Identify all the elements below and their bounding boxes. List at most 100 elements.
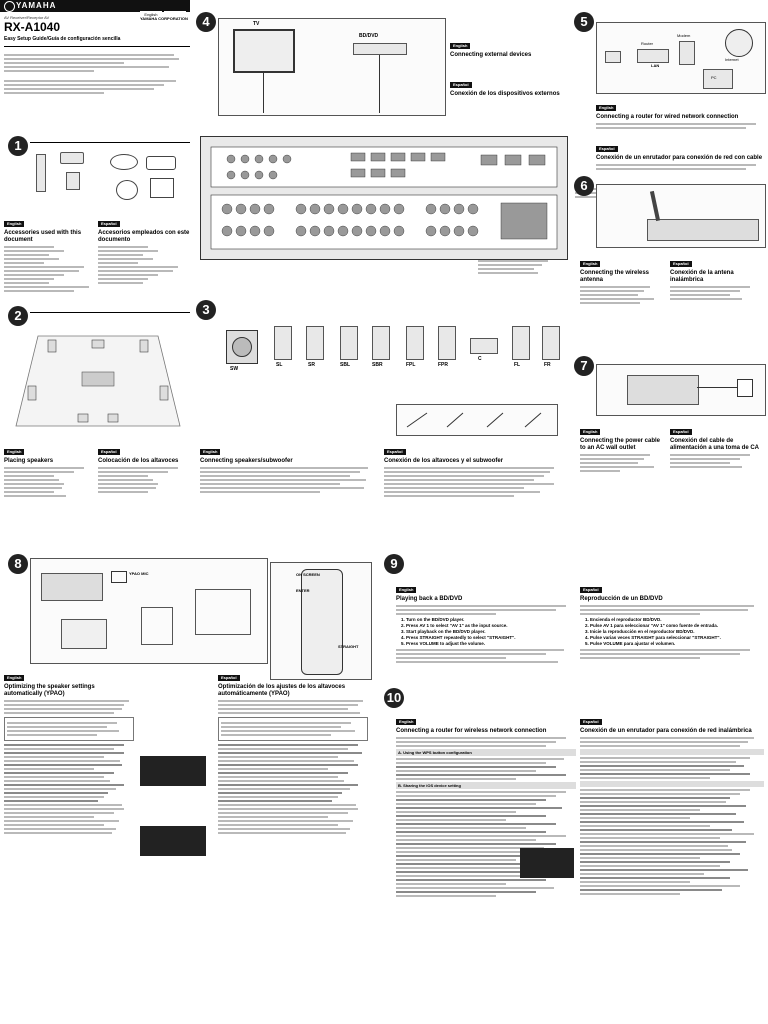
s10-es-title: Conexión de un enrutador para conexión d…: [580, 728, 752, 734]
s8-spanish: Español Optimización de los ajustes de l…: [218, 666, 368, 836]
s8-en-notice-box: [4, 717, 134, 741]
router-label: Router: [641, 41, 654, 46]
room-layout-svg: [15, 335, 181, 427]
s10-english: English Connecting a router for wireless…: [396, 710, 576, 899]
s7-en-title: Connecting the power cable to an AC wall…: [580, 438, 661, 451]
ypao-jack-icon: [111, 571, 127, 583]
english-tag: English: [450, 43, 471, 49]
speaker-icon: [438, 326, 456, 360]
english-tag: English: [200, 449, 221, 455]
spanish-tag: Español: [98, 449, 120, 455]
power-cord-line: [697, 387, 737, 388]
internet-label: Internet: [725, 57, 739, 62]
ypao-screen-display: [140, 756, 206, 786]
remote-control-icon: [301, 569, 343, 675]
surround-right-label: SR: [308, 362, 315, 368]
intro-text: [4, 52, 184, 96]
hdmi-line: [263, 71, 264, 113]
step-7-badge: 7: [574, 356, 594, 376]
s10-es-subheading-b: [580, 781, 764, 787]
s9-en-step: Press STRAIGHT repeatedly to select "STR…: [406, 635, 576, 641]
s8-es-title: Optimización de los ajustes de los altav…: [218, 684, 346, 697]
receiver-front-icon: [41, 573, 103, 601]
step-4-badge: 4: [196, 12, 216, 32]
english-tag: English: [596, 105, 617, 111]
listening-position-icon: [61, 619, 107, 649]
lang-english: English: [140, 11, 162, 19]
mic-position-icon: [195, 589, 251, 635]
company-name: YAMAHA CORPORATION: [140, 16, 188, 21]
s3-spanish: Español Conexión de los altavoces y el s…: [384, 440, 564, 499]
page-gap: [0, 510, 768, 548]
spanish-tag: Español: [580, 719, 602, 725]
pc-label: PC: [711, 75, 717, 80]
mic-on-stand-icon: [141, 607, 173, 645]
straight-key: STRAIGHT: [338, 644, 359, 649]
stripping-steps-svg: [406, 412, 542, 428]
step-6-badge: 6: [574, 176, 594, 196]
front-right-label: FR: [544, 362, 551, 368]
spanish-tag: Español: [384, 449, 406, 455]
surround-left-label: SL: [276, 362, 283, 368]
speaker-icon: [306, 326, 324, 360]
s1-spanish: Español Accesorios empleados con este do…: [98, 212, 190, 286]
spanish-tag: Español: [580, 587, 602, 593]
remote-control-icon: [36, 154, 46, 192]
spanish-tag: Español: [450, 82, 472, 88]
s9-en-title: Playing back a BD/DVD: [396, 596, 463, 602]
center-label: C: [478, 356, 482, 362]
s10-spanish: Español Conexión de un enrutador para co…: [580, 710, 764, 897]
ypao-result-display: [140, 826, 206, 856]
spanish-tag: Español: [596, 146, 618, 152]
s6-spanish: Español Conexión de la antena inalámbric…: [670, 252, 764, 302]
receiver-back-icon: [627, 375, 699, 405]
step-9-badge: 9: [384, 554, 404, 574]
s8-es-notice-box: [218, 717, 368, 741]
guide-subtitle: Easy Setup Guide/Guía de configuración s…: [4, 36, 121, 42]
step-2-badge: 2: [8, 306, 28, 326]
s9-en-step: Press VOLUME to adjust the volume.: [406, 641, 576, 647]
ypao-label: YPAO MIC: [129, 571, 149, 576]
s2-es-title: Colocación de los altavoces: [98, 458, 179, 464]
yamaha-logo-icon: [4, 1, 15, 12]
s5-es-title: Conexión de un enrutador para conexión d…: [596, 155, 763, 161]
s6-es-title: Conexión de la antena inalámbrica: [670, 270, 734, 283]
s1-english: English Accessories used with this docum…: [4, 212, 96, 294]
wired-network-diagram: Internet Modem Router LAN PC: [596, 22, 766, 94]
english-tag: English: [396, 719, 417, 725]
step-3-badge: 3: [196, 300, 216, 320]
s8-en-title: Optimizing the speaker settings automati…: [4, 684, 95, 697]
power-cable-icon: [110, 154, 138, 170]
s9-spanish: Español Reproducción de un BD/DVD Encien…: [580, 578, 764, 661]
accessories-illustration: [30, 148, 190, 206]
brand-name: YAMAHA: [16, 1, 57, 10]
receiver-rear-panel: [200, 136, 568, 260]
model-name: RX-A1040: [4, 20, 61, 34]
speaker-icon: [340, 326, 358, 360]
s9-es-step: Encienda el reproductor BD/DVD.: [590, 617, 764, 623]
enter-key: ENTER: [296, 588, 310, 593]
ypao-diagram: YPAO MIC: [30, 558, 268, 664]
antenna-icon: [146, 156, 176, 170]
s9-es-step: Inicie la reproducción en el reproductor…: [590, 629, 764, 635]
step-5-badge: 5: [574, 12, 594, 32]
tv-label: TV: [253, 21, 260, 27]
center-speaker-icon: [470, 338, 498, 354]
spanish-tag: Español: [670, 429, 692, 435]
s7-english: English Connecting the power cable to an…: [580, 420, 666, 474]
s9-gutter: [386, 548, 392, 680]
s9-english: English Playing back a BD/DVD Turn on th…: [396, 578, 576, 665]
internet-globe-icon: [725, 29, 753, 57]
s8-english: English Optimizing the speaker settings …: [4, 666, 134, 836]
network-port-icon: [605, 51, 621, 63]
s9-es-step: Pulse AV 1 para seleccionar "AV 1" como …: [590, 623, 764, 629]
page-two: 8 YPAO MIC English Optimizing the speake…: [0, 548, 768, 1024]
on-screen-key: ON SCREEN: [296, 572, 320, 577]
lan-label: LAN: [651, 63, 660, 68]
s9-es-step: Pulse varias veces STRAIGHT para selecci…: [590, 635, 764, 641]
s3-english: English Connecting speakers/subwoofer: [200, 440, 376, 495]
s3-es-title: Conexión de los altavoces y el subwoofer: [384, 458, 504, 464]
lang-spanish: Español: [163, 11, 186, 19]
